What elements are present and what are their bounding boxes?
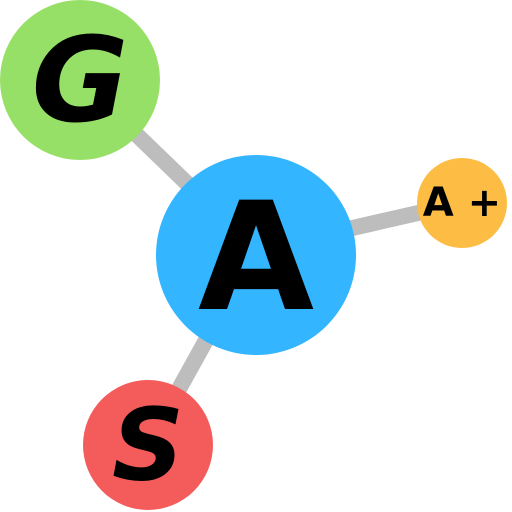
node-right: A + <box>417 158 507 248</box>
node-top-left: G <box>0 0 160 160</box>
node-top-left-circle <box>0 0 160 160</box>
node-bottom-left-label: S <box>112 387 184 504</box>
node-center-label: A <box>198 171 314 345</box>
node-center-circle <box>156 155 356 355</box>
node-center: A <box>156 155 356 355</box>
node-bottom-left-circle <box>83 380 213 510</box>
node-right-label: A + <box>423 180 501 226</box>
node-bottom-left: S <box>83 380 213 510</box>
node-top-left-label: G <box>32 11 129 149</box>
node-right-circle <box>417 158 507 248</box>
